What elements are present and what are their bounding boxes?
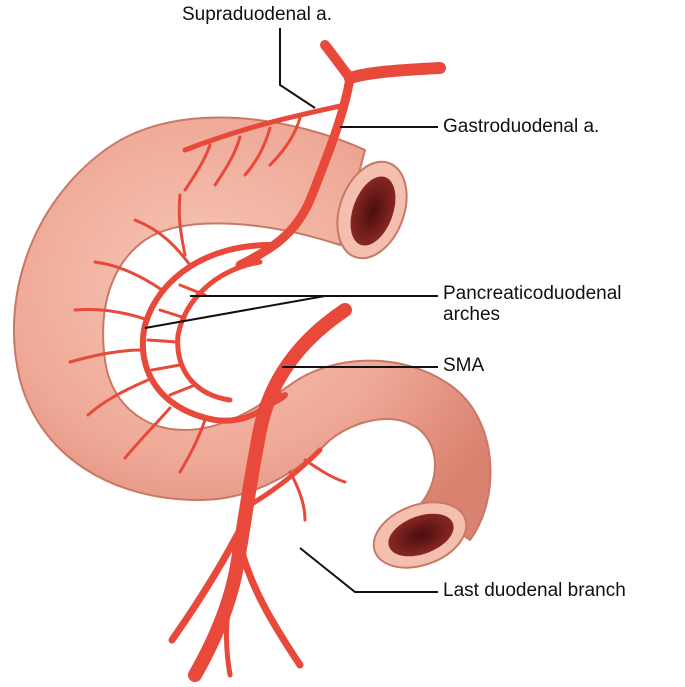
leader-lines	[144, 28, 438, 593]
vasa-recta	[73, 308, 150, 322]
leader-supraduodenal	[279, 28, 316, 109]
superior-mesenteric-artery	[188, 303, 352, 682]
label-pancreaticoduodenal-arches: Pancreaticoduodenal arches	[443, 283, 622, 325]
supraduodenal-branch	[213, 135, 242, 187]
last-duodenal-subbranch	[288, 470, 307, 522]
last-duodenal-subbranch	[303, 458, 347, 484]
pancreaticoduodenal-inner-arch	[175, 259, 263, 403]
arch-rung	[158, 308, 187, 320]
sma-branch	[168, 516, 249, 644]
label-pancreaticoduodenal-line2: arches	[443, 304, 501, 325]
duodenum-upper-lumen	[350, 176, 396, 246]
last-duodenal-branch-artery	[247, 447, 323, 508]
vasa-recta	[123, 406, 172, 460]
pancreaticoduodenal-outer-arch	[139, 242, 283, 424]
supraduodenal-branch	[183, 143, 212, 192]
duodenum-wall	[13, 116, 492, 542]
label-gastroduodenal-artery: Gastroduodenal a.	[443, 116, 600, 137]
gastroduodenal-artery	[235, 73, 355, 270]
leader-pancreaticoduodenal-inner	[144, 295, 326, 329]
sma-branch	[224, 587, 235, 678]
leader-last-duodenal	[299, 547, 438, 593]
vasa-recta	[68, 348, 145, 364]
vasa-recta	[86, 378, 150, 417]
hepatic-artery-up	[320, 40, 355, 83]
arch-rung	[150, 363, 182, 372]
duodenum	[13, 116, 492, 569]
label-last-duodenal-branch: Last duodenal branch	[443, 580, 626, 601]
arch-rung	[146, 338, 179, 344]
arch-rung	[178, 283, 207, 297]
arteries	[68, 40, 446, 682]
supraduodenal-artery	[182, 102, 348, 153]
vasa-recta	[177, 193, 187, 257]
inferior-pancreaticoduodenal	[259, 392, 288, 408]
supraduodenal-branch	[268, 116, 302, 167]
duodenum-lower-lumen	[388, 513, 454, 557]
vasa-recta	[133, 218, 192, 267]
label-pancreaticoduodenal-line1: Pancreaticoduodenal	[443, 283, 622, 304]
vasa-recta	[178, 418, 207, 474]
arch-rung	[168, 383, 197, 397]
supraduodenal-branch	[243, 126, 272, 177]
sma-branch	[236, 541, 304, 669]
hepatic-artery-trunk	[344, 62, 446, 84]
label-sma: SMA	[443, 355, 485, 376]
label-supraduodenal-artery: Supraduodenal a.	[182, 4, 333, 25]
vasa-recta	[93, 260, 164, 292]
